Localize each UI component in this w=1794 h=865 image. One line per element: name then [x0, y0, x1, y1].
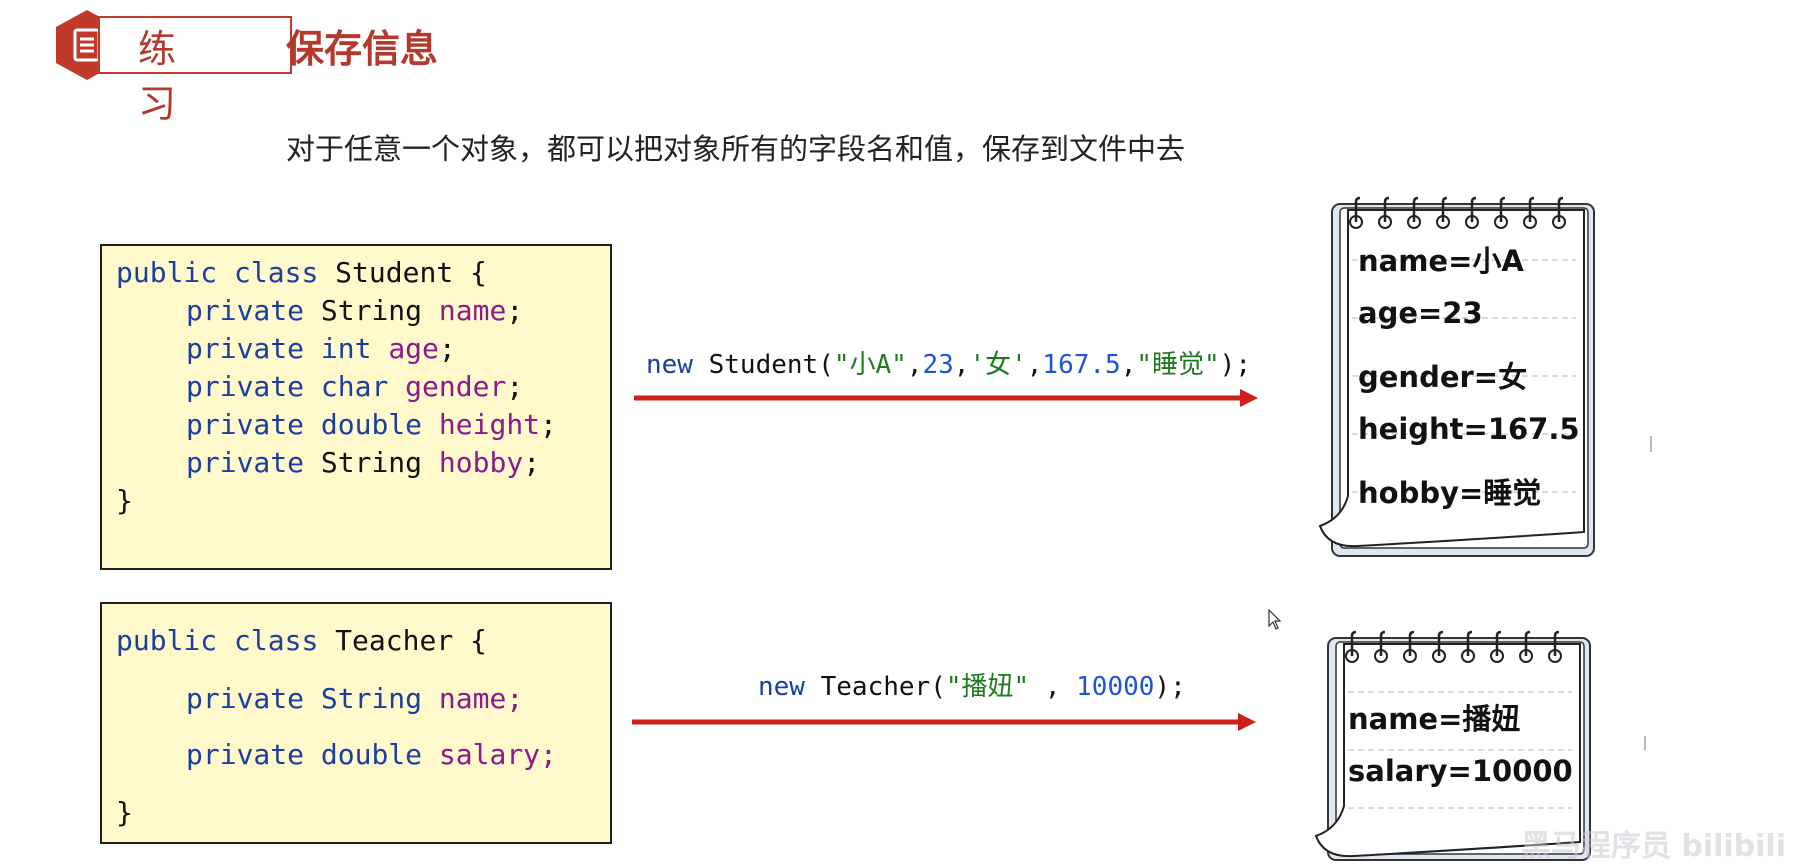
code-line: }: [116, 484, 133, 517]
code-line: private double salary;: [186, 738, 557, 771]
page-title: 保存信息: [286, 27, 439, 71]
code-token: }: [116, 796, 133, 829]
code-token: class: [234, 624, 319, 657]
code-token: char: [320, 370, 389, 403]
code-token: public: [116, 256, 218, 289]
student-class-code: public class Student { private String na…: [100, 244, 612, 570]
code-token: new: [758, 672, 805, 702]
notepad-icon: [1314, 630, 1591, 861]
code-line: }: [116, 796, 133, 829]
note-line: gender=女: [1358, 360, 1528, 394]
edge-tick: [1650, 436, 1652, 452]
code-token: 23: [922, 350, 954, 380]
code-token: gender: [405, 370, 507, 403]
code-token: {: [470, 256, 487, 289]
teacher-constructor-call: new Teacher("播妞" , 10000);: [758, 666, 1186, 703]
code-token: name: [438, 682, 507, 715]
code-token: private: [186, 370, 305, 403]
code-line: public class Student {: [116, 256, 487, 289]
code-token: private: [186, 446, 305, 479]
code-token: name: [438, 294, 507, 327]
code-token: "播妞": [945, 672, 1030, 702]
code-token: salary: [438, 738, 541, 771]
notepad-icon: [1318, 196, 1595, 557]
code-token: 167.5: [1042, 350, 1121, 380]
code-token: Student(: [692, 350, 834, 380]
note-line: age=23: [1358, 296, 1483, 330]
arrow-right-icon: [632, 713, 1256, 731]
code-token: int: [320, 332, 372, 365]
code-token: ,: [953, 350, 970, 380]
code-token: "小A": [833, 350, 907, 380]
arrow-right-icon: [634, 389, 1258, 407]
note-line: height=167.5: [1358, 412, 1580, 446]
note-line: name=小A: [1358, 244, 1524, 278]
code-token: Teacher(: [804, 672, 946, 702]
code-token: );: [1219, 350, 1251, 380]
code-token: ,: [1026, 350, 1043, 380]
edge-tick: [1644, 736, 1646, 750]
code-token: ,: [1029, 672, 1077, 702]
code-token: public: [116, 624, 218, 657]
code-token: private: [186, 408, 305, 441]
code-token: 10000: [1076, 672, 1155, 702]
code-token: height: [438, 408, 541, 441]
code-token: );: [1154, 672, 1186, 702]
code-token: String: [320, 294, 423, 327]
code-token: "睡觉": [1136, 350, 1220, 380]
code-token: }: [116, 484, 133, 517]
watermark: 黑马程序员 bilibili: [1520, 829, 1786, 864]
note-line: name=播妞: [1348, 702, 1521, 736]
subtitle: 对于任意一个对象，都可以把对象所有的字段名和值，保存到文件中去: [286, 132, 1186, 166]
note-line: salary=10000: [1348, 754, 1573, 788]
code-token: private: [186, 738, 305, 771]
student-constructor-call: new Student("小A",23,'女',167.5,"睡觉");: [646, 344, 1251, 381]
note-line: hobby=睡觉: [1358, 476, 1542, 510]
teacher-notepad: name=播妞 salary=10000: [1314, 630, 1604, 862]
code-token: class: [234, 256, 319, 289]
code-line: private String name;: [186, 682, 524, 715]
badge-label: 练习: [138, 27, 181, 126]
mouse-pointer-icon: [1268, 609, 1282, 630]
code-token: Teacher: [335, 624, 454, 657]
code-token: double: [320, 408, 423, 441]
code-token: new: [646, 350, 693, 380]
code-token: ,: [1120, 350, 1137, 380]
teacher-class-code: public class Teacher { private String na…: [100, 602, 612, 844]
code-line: private double height;: [186, 408, 557, 441]
code-token: private: [186, 294, 305, 327]
code-token: String: [320, 446, 423, 479]
code-token: hobby: [438, 446, 524, 479]
code-token: private: [186, 332, 305, 365]
code-token: Student: [335, 256, 454, 289]
code-token: age: [388, 332, 439, 365]
badge-frame: [98, 16, 292, 74]
code-line: private int age;: [186, 332, 456, 365]
code-token: private: [186, 682, 305, 715]
code-token: double: [320, 738, 423, 771]
code-token: String: [320, 682, 423, 715]
code-line: private String name;: [186, 294, 524, 327]
code-token: ,: [906, 350, 923, 380]
code-token: '女': [969, 350, 1027, 380]
code-line: private String hobby;: [186, 446, 541, 479]
student-notepad: name=小A age=23 gender=女 height=167.5 hob…: [1318, 196, 1608, 562]
code-line: private char gender;: [186, 370, 524, 403]
code-token: {: [470, 624, 487, 657]
code-line: public class Teacher {: [116, 624, 487, 657]
